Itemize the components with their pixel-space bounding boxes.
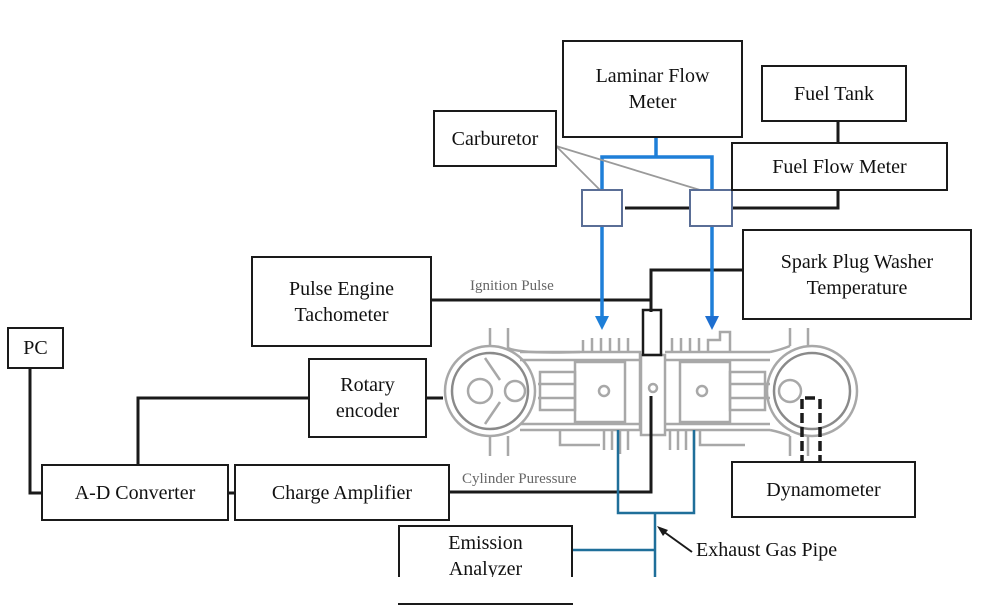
pc-box: PC — [7, 327, 64, 369]
line-pc-ad — [28, 368, 42, 495]
air-flow-lines — [600, 137, 714, 318]
engine-drawing — [443, 328, 859, 456]
line-rotary-ad — [136, 396, 308, 464]
exhaust-lines — [572, 430, 696, 577]
right-crankcase — [765, 344, 859, 438]
arrow-head-right — [705, 316, 719, 330]
fuel-tank-box: Fuel Tank — [761, 65, 907, 122]
spark-plug — [641, 308, 663, 357]
dynamometer-box: Dynamometer — [731, 461, 916, 518]
carburetor-pointers — [555, 145, 701, 191]
charge-amplifier-box: Charge Amplifier — [234, 464, 450, 521]
bottom-crop-edge — [0, 577, 1000, 603]
exhaust-gas-pipe-label: Exhaust Gas Pipe — [696, 539, 838, 561]
rotary-encoder-box: Rotary encoder — [308, 358, 427, 438]
signal-lines — [28, 121, 840, 495]
line-fuelflow-carb — [733, 190, 840, 210]
ad-converter-box: A-D Converter — [41, 464, 229, 521]
laminar-flow-meter-box: Laminar Flow Meter — [562, 40, 743, 138]
arrow-head-left — [595, 316, 609, 330]
spark-plug-washer-temperature-box: Spark Plug Washer Temperature — [742, 229, 972, 320]
line-cylinder-pressure — [424, 396, 653, 494]
ignition-pulse-label: Ignition Pulse — [470, 278, 554, 294]
pulse-engine-tachometer-box: Pulse Engine Tachometer — [251, 256, 432, 347]
carburetor-box: Carburetor — [433, 110, 557, 167]
cylinder-pressure-label: Cylinder Puressure — [462, 471, 577, 487]
fuel-flow-meter-box: Fuel Flow Meter — [731, 142, 948, 191]
line-spark-plug — [649, 268, 743, 312]
right-piston — [678, 360, 732, 424]
exhaust-pointer-arrowhead — [657, 526, 668, 536]
carburetor-right — [689, 189, 733, 227]
cylinder-head — [639, 353, 667, 437]
dynamometer-coupling — [800, 396, 822, 465]
carburetor-left — [581, 189, 623, 227]
